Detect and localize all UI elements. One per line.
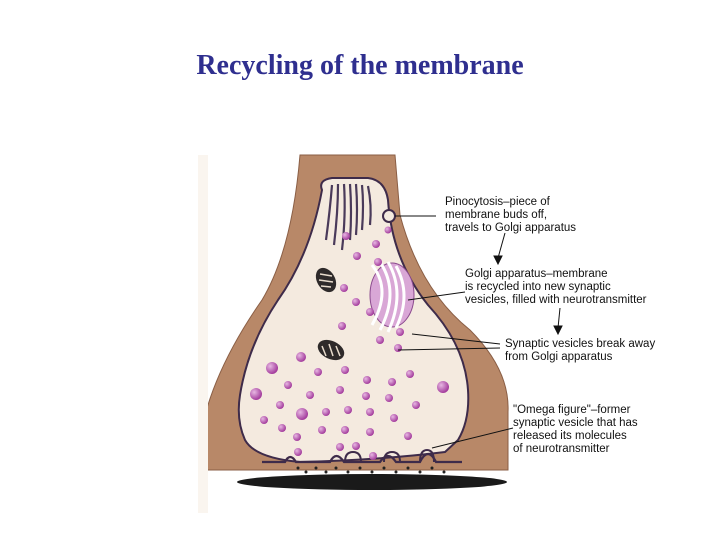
synaptic-vesicles xyxy=(250,226,449,460)
omega-figures xyxy=(344,448,435,463)
terminal-cytoplasm xyxy=(237,177,470,464)
mitochondrion-lower xyxy=(317,339,345,361)
golgi-label: Golgi apparatus–membrane is recycled int… xyxy=(465,268,647,306)
neurotransmitter-molecules xyxy=(296,466,446,474)
postsynaptic-surface xyxy=(237,474,507,490)
background-strip xyxy=(198,155,208,513)
mitochondrion-upper xyxy=(315,267,337,293)
pinocytosis-bud xyxy=(382,209,396,223)
leader-lines xyxy=(395,215,563,449)
vesicle-breakaway-label: Synaptic vesicles break away from Golgi … xyxy=(505,338,656,363)
slide-title: Recycling of the membrane xyxy=(196,50,524,81)
omega-figure-label: "Omega figure"–former synaptic vesicle t… xyxy=(513,404,638,455)
neurofilaments xyxy=(324,183,372,251)
pinocytosis-label: Pinocytosis–piece of membrane buds off, … xyxy=(445,196,577,234)
golgi-apparatus xyxy=(369,261,415,333)
